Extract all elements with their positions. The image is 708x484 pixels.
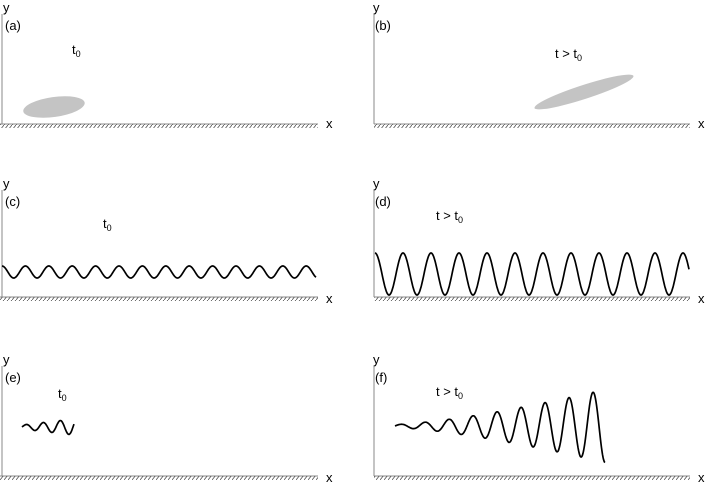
panel-a: y (a) x t0: [0, 0, 333, 131]
time-main: t: [103, 216, 107, 231]
time-label: t > t0: [436, 384, 463, 401]
ground-hatching: [0, 297, 318, 301]
y-axis-label: y: [373, 0, 380, 15]
panel-label: (e): [5, 370, 21, 385]
x-axis-label: x: [326, 470, 333, 484]
time-subscript: 0: [458, 391, 463, 401]
panel-c: y (c) x t0: [0, 176, 333, 306]
y-axis-label: y: [3, 352, 10, 367]
time-label: t > t0: [555, 46, 582, 63]
panel-e: y (e) x t0: [0, 352, 333, 484]
time-main: t > t: [555, 46, 577, 61]
vortex-blob: [23, 96, 85, 118]
ground-hatching: [0, 124, 318, 128]
wave-packet-growing: [394, 391, 606, 464]
wave-packet-initial: [21, 419, 75, 436]
panel-d: y (d) x t > t0: [373, 176, 705, 306]
panel-label: (c): [5, 194, 20, 209]
x-axis-label: x: [326, 291, 333, 306]
panel-f: y (f) x t > t0: [373, 352, 705, 484]
y-axis-label: y: [3, 0, 10, 15]
panel-label: (b): [375, 18, 391, 33]
ground-hatching: [374, 297, 690, 301]
panel-label: (a): [5, 18, 21, 33]
time-label: t > t0: [436, 208, 463, 225]
large-amplitude-wave: [374, 252, 690, 296]
x-axis-label: x: [698, 470, 705, 484]
x-axis-label: x: [698, 291, 705, 306]
ground-hatching: [374, 476, 690, 480]
time-label: t0: [103, 216, 112, 233]
panel-label: (f): [375, 370, 387, 385]
panel-label: (d): [375, 194, 391, 209]
time-subscript: 0: [107, 223, 112, 233]
y-axis-label: y: [373, 352, 380, 367]
time-main: t > t: [436, 384, 458, 399]
time-main: t: [72, 42, 76, 57]
x-axis-label: x: [326, 116, 333, 131]
time-label: t0: [72, 42, 81, 59]
ground-hatching: [0, 476, 318, 480]
y-axis-label: y: [373, 176, 380, 191]
time-subscript: 0: [577, 53, 582, 63]
time-main: t > t: [436, 208, 458, 223]
y-axis-label: y: [3, 176, 10, 191]
small-amplitude-wave: [1, 265, 317, 279]
time-subscript: 0: [76, 49, 81, 59]
time-main: t: [58, 386, 62, 401]
time-subscript: 0: [458, 215, 463, 225]
time-subscript: 0: [62, 393, 67, 403]
panel-b: y (b) x t > t0: [373, 0, 705, 131]
x-axis-label: x: [698, 116, 705, 131]
ground-hatching: [374, 124, 690, 128]
stretched-blob: [534, 74, 634, 110]
time-label: t0: [58, 386, 67, 403]
